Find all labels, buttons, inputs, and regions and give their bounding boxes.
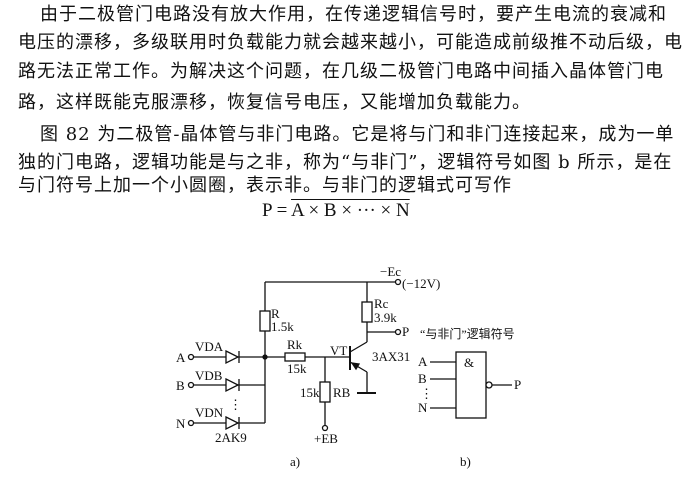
- supply-terminal: [394, 278, 402, 286]
- bias-terminal: [321, 424, 329, 432]
- rk-value: 15k: [287, 361, 307, 376]
- gate-input-b: B: [418, 371, 427, 386]
- transistor-model: 3AX31: [372, 349, 410, 364]
- transistor-label: VT: [330, 343, 347, 358]
- gate-input-a: A: [418, 354, 428, 369]
- diode-b-icon: [225, 377, 240, 393]
- paragraph1-line: 由于二极管门电路没有放大作用，在传递逻辑信号时，要产生电流的衰减和: [40, 4, 667, 25]
- paragraph1-line: 路，这样既能克服漂移，恢复信号电压，又能增加负载能力。: [18, 92, 531, 113]
- diode-b-label: VDB: [195, 368, 223, 383]
- rb-value: 15k: [300, 385, 320, 400]
- diode-a-label: VDA: [195, 339, 224, 354]
- junction-dot: [262, 354, 268, 360]
- gate-dots: ⋮: [420, 386, 433, 401]
- resistor-rb: [319, 381, 331, 403]
- formula-rhs: A × B × ··· × N: [291, 200, 410, 221]
- rb-label: RB: [333, 385, 351, 400]
- terminal-a: [187, 353, 195, 361]
- rc-value: 3.9k: [374, 310, 397, 325]
- r-value: 1.5k: [271, 319, 294, 334]
- output-label: P: [402, 324, 409, 339]
- symbol-title: “与非门”逻辑符号: [420, 326, 515, 341]
- terminal-n: [187, 419, 195, 427]
- diode-model: 2AK9: [215, 430, 247, 445]
- diode-a-icon: [225, 349, 240, 365]
- output-terminal: [394, 328, 402, 336]
- transistor-collector: [349, 341, 368, 353]
- caption-a: a): [290, 454, 300, 469]
- supply-label: −Ec: [380, 264, 401, 279]
- input-b-label: B: [176, 378, 185, 393]
- bias-label: +EB: [314, 431, 338, 446]
- diode-dots: ⋮: [229, 397, 242, 412]
- resistor-rk: [284, 352, 306, 362]
- paragraph1-line: 电压的漂移，多级联用时负载能力就会越来越小，可能造成前级推不动后级，电: [18, 32, 683, 53]
- resistor-r: [259, 310, 271, 332]
- supply-value: (−12V): [402, 276, 440, 291]
- terminal-b: [187, 381, 195, 389]
- inversion-bubble-icon: [485, 381, 493, 389]
- diode-n-icon: [225, 415, 240, 431]
- input-n-label: N: [176, 416, 186, 431]
- paragraph2-line: 独的门电路，逻辑功能是与之非，称为“与非门”，逻辑符号如图 b 所示，是在: [18, 152, 673, 173]
- gate-output: P: [514, 377, 521, 392]
- paragraph2-line: 图 82 为二极管-晶体管与非门电路。它是将与门和非门连接起来，成为一单: [40, 124, 675, 145]
- r-label: R: [271, 306, 280, 321]
- rk-label: Rk: [287, 337, 303, 352]
- logic-formula: P = A × B × ··· × N: [262, 200, 410, 222]
- resistor-rc: [361, 301, 373, 323]
- paragraph2-line: 与门符号上加一个小圆圈，表示非。与非门的逻辑式可写作: [18, 175, 512, 196]
- gate-symbol: &: [464, 355, 474, 370]
- paragraph1-line: 路无法正常工作。为解决这个问题，在几级二极管门电路中间插入晶体管门电: [18, 61, 664, 82]
- formula-lhs: P =: [262, 200, 292, 221]
- caption-b: b): [460, 454, 471, 469]
- input-a-label: A: [176, 350, 186, 365]
- gate-input-n: N: [418, 400, 428, 415]
- diode-n-label: VDN: [195, 405, 224, 420]
- emitter-arrow-icon: [350, 362, 361, 371]
- rc-label: Rc: [374, 296, 389, 311]
